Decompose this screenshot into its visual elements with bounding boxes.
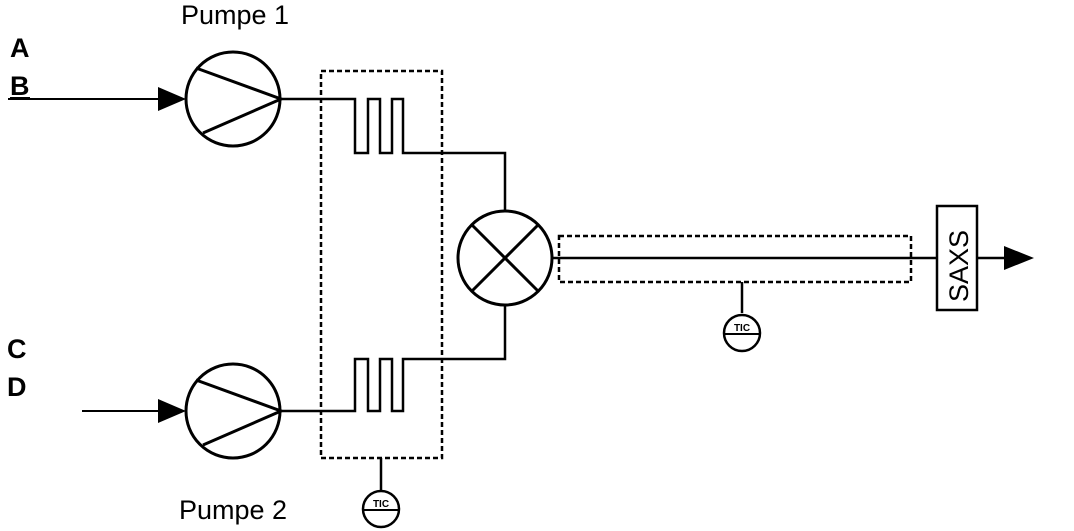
pump-icon	[184, 362, 286, 460]
pump1-label: Pumpe 1	[181, 0, 289, 30]
arrow-icon	[1004, 246, 1034, 270]
tic-right-label: TIC	[734, 323, 750, 334]
arrow-icon	[158, 87, 186, 111]
input-b-label: B	[10, 71, 30, 101]
input-c-label: C	[7, 334, 27, 364]
saxs-label: SAXS	[944, 230, 974, 302]
heated-tube-box	[557, 234, 913, 284]
temperature-controller-icon: TIC	[722, 282, 762, 353]
input-d-label: D	[7, 372, 27, 402]
heating-coil-icon	[281, 306, 507, 413]
pump-icon	[184, 50, 286, 148]
pump2-label: Pumpe 2	[179, 495, 287, 525]
input-a-label: A	[10, 33, 30, 63]
tic-bottom-label: TIC	[373, 499, 389, 510]
arrow-icon	[158, 399, 186, 423]
temperature-controller-icon: TIC	[361, 458, 401, 529]
heating-coil-icon	[281, 97, 507, 212]
thermostat-box	[319, 69, 444, 460]
mixer-icon	[456, 209, 554, 307]
